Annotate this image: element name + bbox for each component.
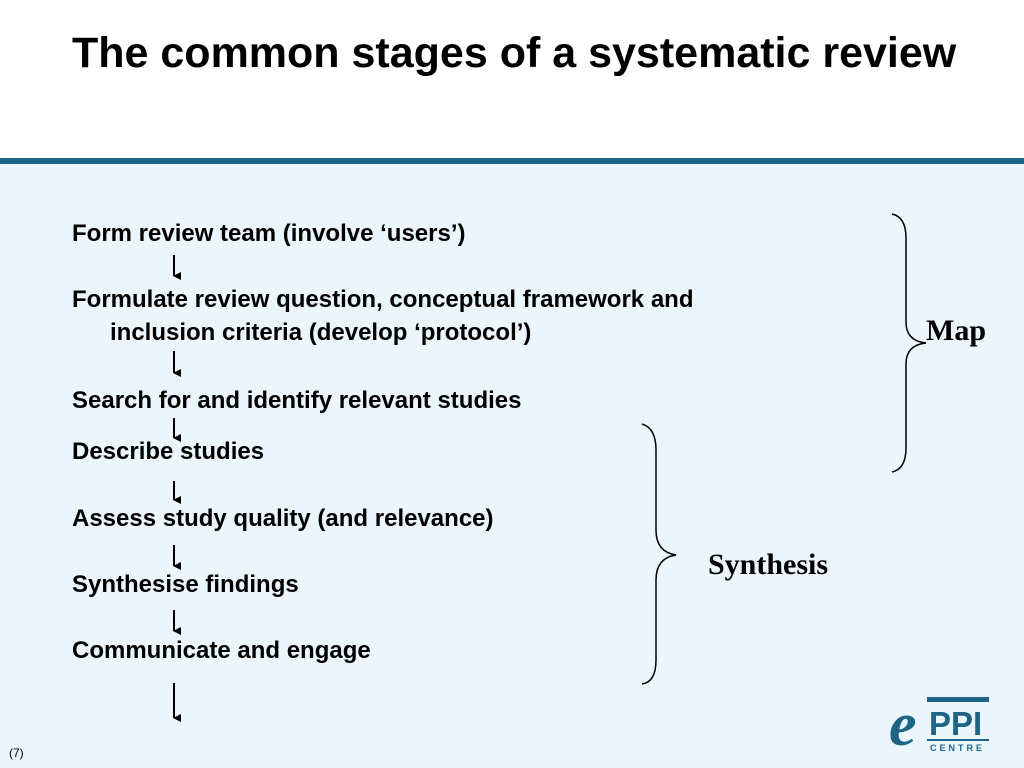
slide-title: The common stages of a systematic review [72,29,957,77]
title-divider [0,158,1024,164]
step-text: Describe studies [72,438,265,465]
step-search-studies: Search for and identify relevant studies [72,384,521,417]
logo-name: PPI [929,705,982,742]
map-label: Map [926,314,986,347]
step-form-review-team: Form review team (involve ‘users’) [72,217,465,250]
step-text: Assess study quality (and relevance) [72,505,494,532]
logo-sub: CENTRE [930,743,985,753]
step-text: Communicate and engage [72,637,371,664]
step-synthesise-findings: Synthesise findings [72,568,299,601]
step-text: Form review team (involve ‘users’) [72,220,466,247]
content-panel [0,164,1024,768]
page-number: (7) [9,746,24,760]
step-formulate-question: Formulate review question, conceptual fr… [72,283,693,349]
logo-bar [927,739,989,741]
logo-letter: e [889,695,917,755]
map-brace-icon [891,213,927,473]
step-describe-studies: Describe studies [72,435,264,468]
logo-bar [927,697,989,702]
eppi-centre-logo: e PPI CENTRE [889,695,989,755]
step-assess-quality: Assess study quality (and relevance) [72,502,494,535]
step-text-continued: inclusion criteria (develop ‘protocol’) [110,319,532,346]
synthesis-label: Synthesis [708,548,829,581]
step-text: Formulate review question, conceptual fr… [72,286,694,313]
step-communicate-engage: Communicate and engage [72,634,371,667]
step-text: Search for and identify relevant studies [72,387,522,414]
synthesis-brace-icon [641,423,677,685]
step-text: Synthesise findings [72,571,299,598]
